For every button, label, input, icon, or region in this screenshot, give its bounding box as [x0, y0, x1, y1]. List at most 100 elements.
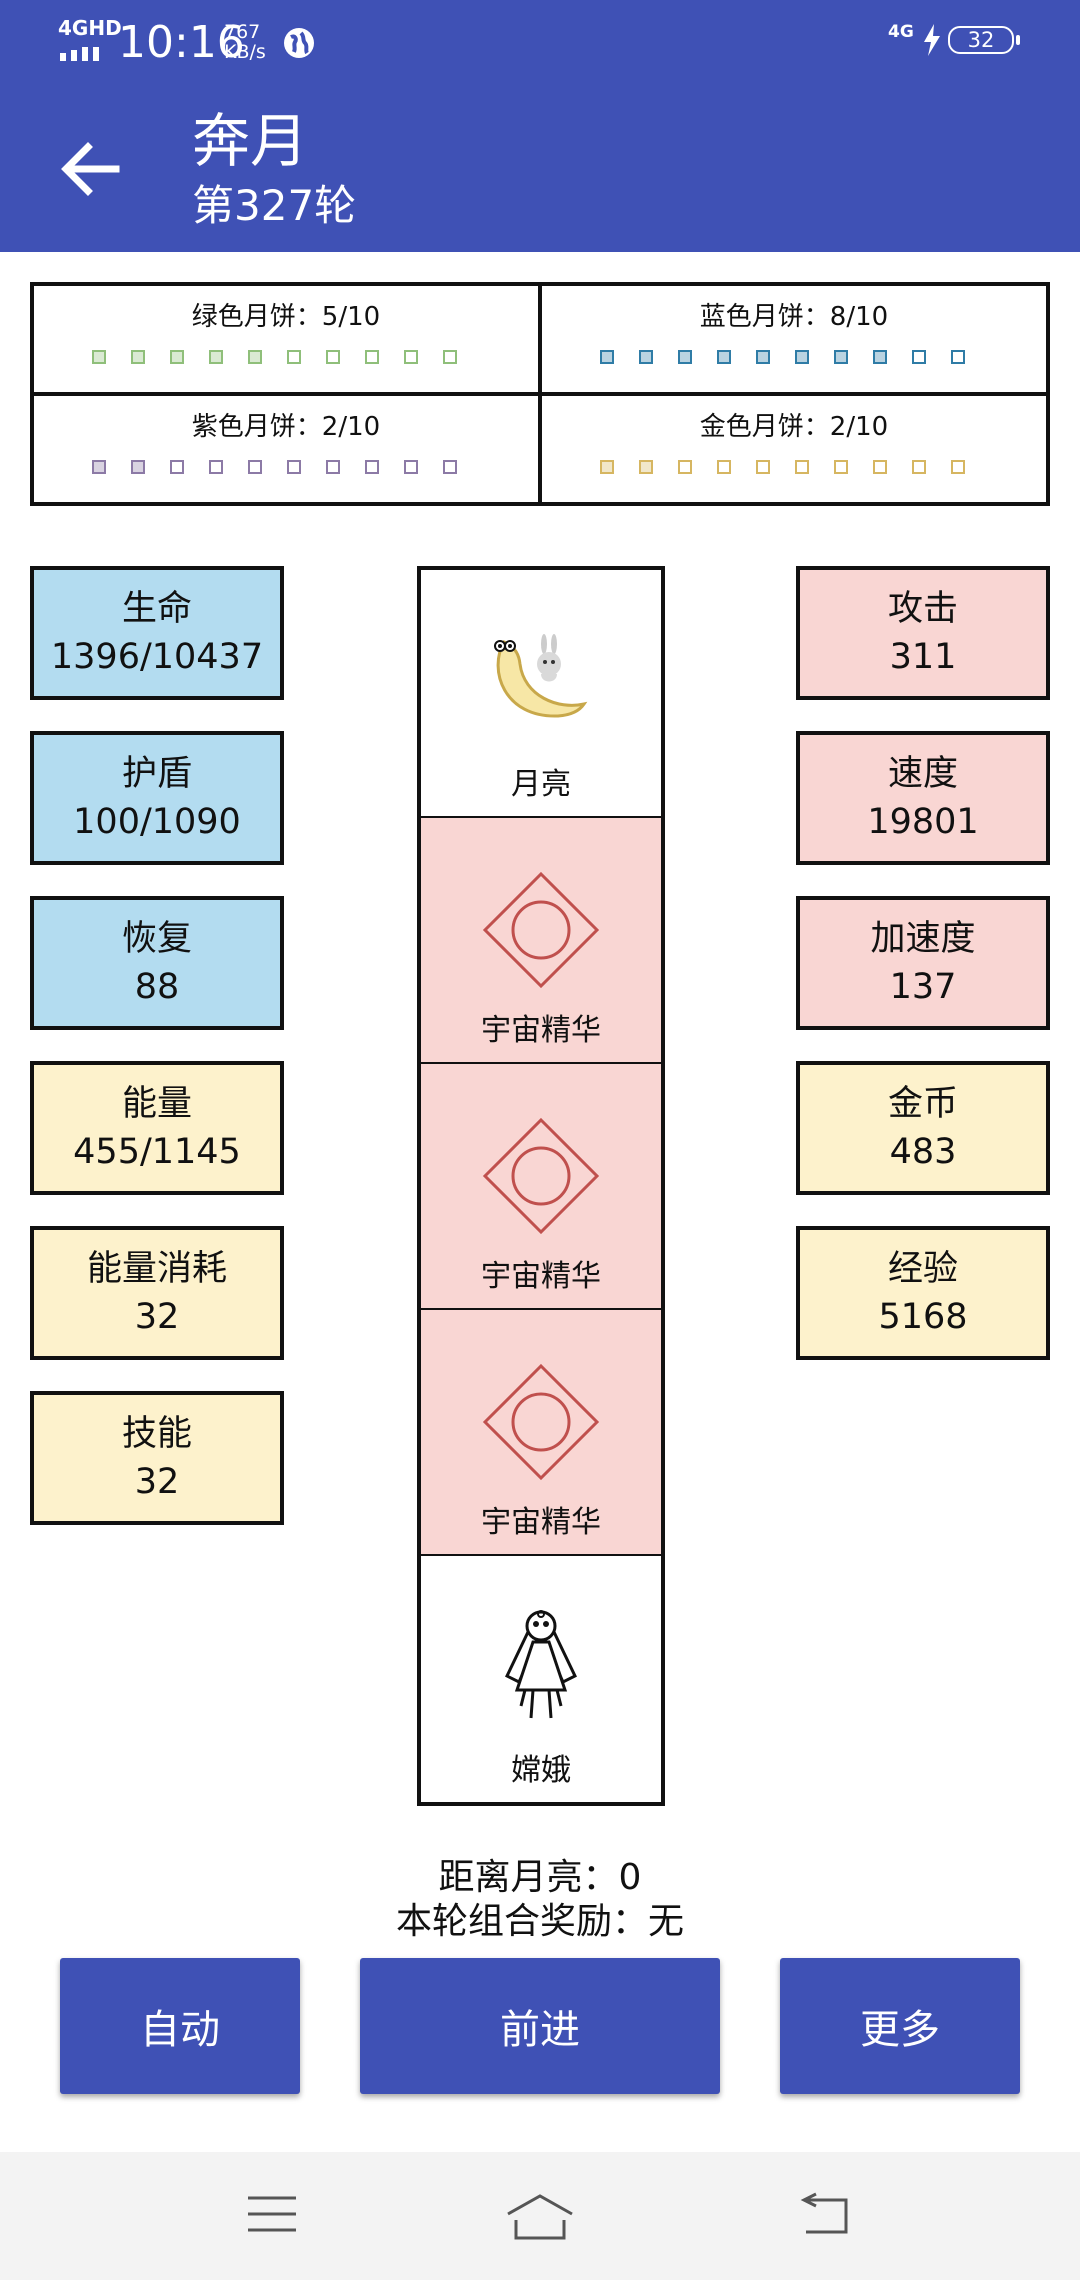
distance-text: 距离月亮：0 [438, 1857, 642, 1898]
mooncake-label: 绿色月饼：5/10 [191, 302, 381, 332]
globe-icon [284, 28, 314, 58]
mooncake-slot-empty [287, 460, 301, 474]
mooncake-slot-empty [912, 460, 926, 474]
mooncake-grid: 绿色月饼：5/10 蓝色月饼：8/10 紫色月饼：2/10 金色月饼：2/10 [30, 282, 1050, 506]
mooncake-slot-empty [326, 350, 340, 364]
mooncake-green: 绿色月饼：5/10 [34, 286, 540, 394]
mooncake-progress [600, 460, 965, 474]
mooncake-blue: 蓝色月饼：8/10 [540, 286, 1046, 394]
track-cell-change: 嫦娥 [421, 1556, 661, 1802]
track-label: 宇宙精华 [481, 1259, 601, 1294]
mooncake-slot-filled [92, 460, 106, 474]
track-label: 宇宙精华 [481, 1013, 601, 1048]
cosmic-essence-icon [482, 871, 600, 989]
journey-track: 月亮 宇宙精华 宇宙精华 宇宙精华 [417, 566, 665, 1806]
mooncake-slot-empty [443, 460, 457, 474]
mooncake-slot-filled [209, 350, 223, 364]
mooncake-slot-empty [365, 350, 379, 364]
mooncake-slot-empty [951, 460, 965, 474]
mooncake-slot-empty [912, 350, 926, 364]
track-cell-essence: 宇宙精华 [421, 1310, 661, 1554]
charging-icon [924, 24, 940, 56]
mooncake-slot-empty [404, 350, 418, 364]
mooncake-slot-filled [248, 350, 262, 364]
mooncake-slot-empty [443, 350, 457, 364]
track-label: 月亮 [511, 767, 571, 802]
moon-rabbit-icon [494, 634, 588, 718]
mooncake-progress [92, 460, 457, 474]
mooncake-slot-empty [170, 460, 184, 474]
mooncake-slot-filled [600, 350, 614, 364]
clock: 10:16 [118, 17, 245, 68]
mooncake-slot-empty [326, 460, 340, 474]
mooncake-slot-empty [951, 350, 965, 364]
mooncake-slot-filled [131, 350, 145, 364]
divider [421, 1554, 661, 1556]
back-arrow-icon[interactable] [56, 135, 124, 203]
battery-icon: 32 [948, 26, 1020, 54]
menu-icon[interactable] [246, 2192, 298, 2236]
track-cell-essence: 宇宙精华 [421, 1064, 661, 1308]
mooncake-slot-empty [795, 460, 809, 474]
divider [421, 1062, 661, 1064]
mooncake-gold: 金色月饼：2/10 [540, 394, 1046, 502]
back-icon[interactable] [796, 2192, 852, 2236]
home-icon[interactable] [504, 2192, 576, 2242]
reward-text: 本轮组合奖励：无 [395, 1901, 684, 1942]
track-label: 宇宙精华 [481, 1505, 601, 1540]
mooncake-slot-empty [756, 460, 770, 474]
mooncake-slot-empty [365, 460, 379, 474]
mooncake-progress [92, 350, 457, 364]
mooncake-slot-empty [209, 460, 223, 474]
track-cell-moon: 月亮 [421, 570, 661, 816]
track-label: 嫦娥 [511, 1753, 571, 1788]
mooncake-label: 蓝色月饼：8/10 [699, 302, 889, 332]
cosmic-essence-icon [482, 1117, 600, 1235]
mooncake-slot-filled [170, 350, 184, 364]
mooncake-slot-empty [834, 460, 848, 474]
mooncake-slot-empty [287, 350, 301, 364]
forward-button[interactable]: 前进 [360, 1958, 720, 2094]
mooncake-slot-empty [678, 460, 692, 474]
round-subtitle: 第327轮 [192, 181, 357, 230]
mooncake-slot-filled [873, 350, 887, 364]
change-figure-icon [505, 1610, 577, 1719]
mooncake-slot-empty [717, 460, 731, 474]
network-type: 4GHD [58, 16, 122, 40]
mooncake-label: 金色月饼：2/10 [699, 412, 889, 442]
mooncake-slot-filled [717, 350, 731, 364]
system-nav-bar [0, 2152, 1080, 2280]
mooncake-slot-empty [873, 460, 887, 474]
more-button[interactable]: 更多 [780, 1958, 1020, 2094]
mooncake-slot-empty [404, 460, 418, 474]
mooncake-slot-filled [639, 350, 653, 364]
mooncake-purple: 紫色月饼：2/10 [34, 394, 540, 502]
mooncake-progress [600, 350, 965, 364]
divider [421, 816, 661, 818]
cosmic-essence-icon [482, 1363, 600, 1481]
mooncake-slot-filled [639, 460, 653, 474]
mooncake-slot-filled [678, 350, 692, 364]
mooncake-label: 紫色月饼：2/10 [191, 412, 381, 442]
track-cell-essence: 宇宙精华 [421, 818, 661, 1062]
divider [421, 1308, 661, 1310]
mooncake-slot-filled [600, 460, 614, 474]
auto-button[interactable]: 自动 [60, 1958, 300, 2094]
mooncake-slot-empty [248, 460, 262, 474]
mooncake-slot-filled [795, 350, 809, 364]
mooncake-slot-filled [131, 460, 145, 474]
signal-4g-icon: 4G [888, 22, 914, 42]
